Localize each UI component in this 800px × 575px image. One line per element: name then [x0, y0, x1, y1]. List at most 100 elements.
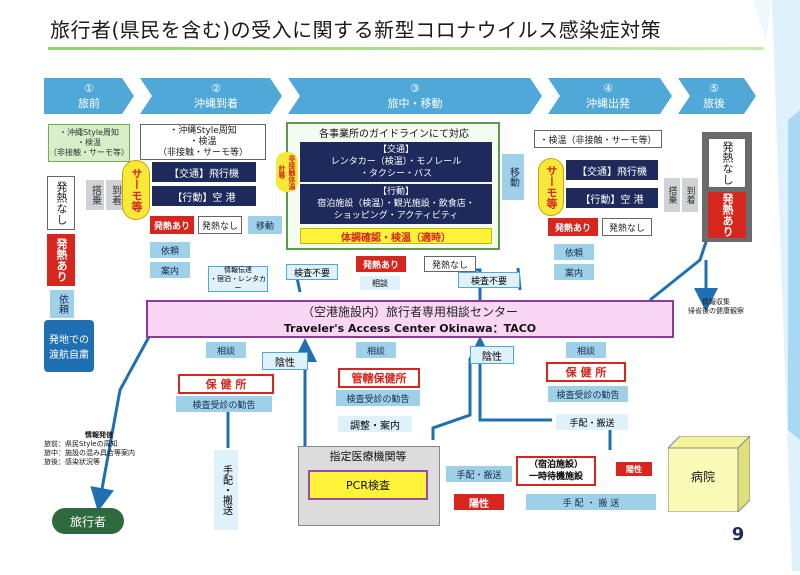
center-title-jp: （空港施設内）旅行者専用相談センター — [301, 304, 518, 319]
consult-3: 相談 — [566, 342, 606, 358]
step-arrows — [44, 78, 758, 114]
step-1: ① 旅前 — [52, 78, 126, 114]
depart-action: 【行動】空 港 — [566, 188, 658, 208]
depart-info-box: ・検温（非接触・サーモ等） — [534, 130, 662, 148]
info-share-box: 情報伝達 ・宿泊・レンタカー — [208, 266, 268, 292]
pre-refrain: 発地での渡航自粛 — [44, 320, 94, 372]
arrival-info-line-2: ・検温 — [189, 136, 217, 147]
step-2-label: 沖縄到着 — [194, 96, 238, 110]
step-3: ③ 旅中・移動 — [300, 78, 530, 114]
pre-fever-none: 発熱なし — [47, 176, 75, 230]
step-2-num: ② — [211, 81, 221, 95]
info-send-line-2: 旅前：県民Styleの周知 — [44, 440, 118, 448]
health-center-2: 管轄保健所 — [338, 368, 420, 388]
thermo-oval-1: サーモ等 — [122, 160, 150, 220]
depart-arrive: 到着 — [682, 178, 698, 212]
thermo-oval-2: サーモ等 — [538, 158, 564, 216]
center-title-en: Traveler's Access Center Okinawa：TACO — [283, 321, 537, 335]
step-1-num: ① — [84, 81, 94, 95]
info-share-line-1: 情報伝達 — [224, 265, 252, 274]
page-number: 9 — [731, 523, 745, 545]
travel-header: 各事業所のガイドラインにて対応 — [319, 128, 469, 140]
arrival-move: 移動 — [248, 216, 282, 234]
info-collect-box: 情報収集 帰省後の健康観察 — [680, 294, 752, 320]
arrival-info-line-3: （非接触・サーモ等） — [157, 147, 248, 158]
step-4-num: ④ — [603, 81, 613, 95]
travel-transport-line-3: ・タクシー・バス — [359, 169, 432, 179]
travel-action-line-3: ショッピング・アクティビティ — [333, 211, 459, 221]
corner-decoration — [752, 0, 800, 571]
step-4-label: 沖縄出発 — [586, 96, 630, 110]
step-4: ④ 沖縄出発 — [556, 78, 660, 114]
travel-transport-line-2: レンタカー（検温）・モノレール — [330, 157, 462, 167]
noncontact-thermometer: 非接触体温計等 — [276, 152, 298, 192]
travel-transport: 【交通】 レンタカー（検温）・モノレール ・タクシー・バス — [300, 142, 492, 182]
step-5-num: ⑤ — [709, 81, 719, 95]
arrival-nofever: 発熱なし — [198, 216, 242, 234]
page-title: 旅行者(県民を含む)の受入に関する新型コロナウイルス感染症対策 — [50, 18, 662, 42]
health-center-1: 保 健 所 — [178, 374, 274, 394]
travel-consult: 相談 — [360, 276, 400, 290]
arrival-transport: 【交通】飛行機 — [152, 162, 256, 182]
depart-transport: 【交通】飛行機 — [566, 160, 658, 180]
info-share-line-2: ・宿泊・レンタカー — [210, 274, 266, 292]
travel-action-line-2: 宿泊施設（検温）・観光施設・飲食店・ — [317, 199, 475, 209]
step-3-num: ③ — [410, 81, 420, 95]
arrange-move-h: 手配・搬送 — [556, 414, 628, 430]
travel-fever: 発熱あり — [356, 256, 406, 272]
temp-facility: （宿泊施設） 一時待機施設 — [516, 456, 596, 486]
traveler: 旅行者 — [52, 508, 124, 534]
travel-move: 移動 — [502, 154, 524, 200]
info-send-line-3: 旅中：施設の混み具合等案内 — [44, 449, 135, 457]
post-fever: 発熱あり — [708, 192, 746, 238]
pre-info-line-1: ・沖縄Style周知 — [58, 128, 120, 137]
title-underline — [48, 47, 764, 50]
consult-2: 相談 — [356, 342, 396, 358]
arrival-guide: 案内 — [150, 262, 190, 278]
pre-info-box: ・沖縄Style周知 ・検温 （非接触・サーモ等） — [48, 124, 130, 162]
travel-action-line-1: 【行動】 — [377, 187, 414, 197]
depart-request: 依頼 — [554, 244, 594, 260]
info-collect-line-1: 情報収集 — [702, 298, 730, 306]
depart-guide: 案内 — [554, 264, 594, 280]
positive-red: 陽性 — [454, 494, 504, 510]
temp-facility-line-1: （宿泊施設） — [528, 460, 583, 470]
temp-facility-line-2: 一時待機施設 — [528, 472, 583, 482]
pre-fever: 発熱あり — [47, 234, 75, 286]
step-5-label: 旅後 — [703, 96, 725, 110]
adjust-guide: 調整・案内 — [338, 416, 412, 432]
travel-nofever: 発熱なし — [424, 256, 476, 272]
hospital-cube — [666, 434, 752, 514]
depart-nofever: 発熱なし — [602, 218, 652, 236]
exam-unneeded-1: 検査不要 — [286, 264, 338, 280]
info-send-line-4: 旅後：感染状況等 — [44, 458, 100, 466]
step-1-label: 旅前 — [78, 96, 100, 110]
designated-hospital: 指定医療機関等 — [329, 450, 407, 463]
arrange-move-v: 手配・搬送 — [214, 450, 238, 530]
post-nofever: 発熱なし — [708, 138, 746, 188]
pre-board: 搭乗 — [86, 180, 104, 210]
consultation-center: （空港施設内）旅行者専用相談センター Traveler's Access Cen… — [146, 300, 674, 338]
arrange-move-3: 手 配 ・ 搬 送 — [526, 494, 656, 510]
hospital: 病院 — [690, 469, 715, 484]
info-send-box: 情報発信 旅前：県民Styleの周知 旅中：施設の混み具合等案内 旅後：感染状況… — [44, 426, 154, 472]
arrival-fever: 発熱あり — [150, 216, 194, 234]
arrange-move-2: 手配・搬送 — [446, 466, 512, 482]
pre-info-line-3: （非接触・サーモ等） — [49, 148, 129, 157]
recommend-1: 検査受診の勧告 — [176, 396, 272, 412]
info-send-line-1: 情報発信 — [85, 431, 113, 439]
pre-request: 依頼 — [50, 290, 74, 318]
health-check-bar: 体調確認・検温（適時） — [300, 228, 492, 244]
arrival-info-box: ・沖縄Style周知 ・検温 （非接触・サーモ等） — [140, 124, 266, 160]
arrival-action: 【行動】空 港 — [152, 186, 256, 206]
health-center-3: 保 健 所 — [546, 362, 626, 382]
arrival-info-line-1: ・沖縄Style周知 — [169, 125, 237, 136]
step-2: ② 沖縄到着 — [156, 78, 276, 114]
travel-transport-line-1: 【交通】 — [377, 145, 414, 155]
depart-fever: 発熱あり — [548, 218, 598, 236]
recommend-3: 検査受診の勧告 — [548, 386, 628, 402]
step-5: ⑤ 旅後 — [684, 78, 744, 114]
consult-1: 相談 — [206, 342, 246, 358]
pcr-test: PCR検査 — [308, 470, 428, 500]
